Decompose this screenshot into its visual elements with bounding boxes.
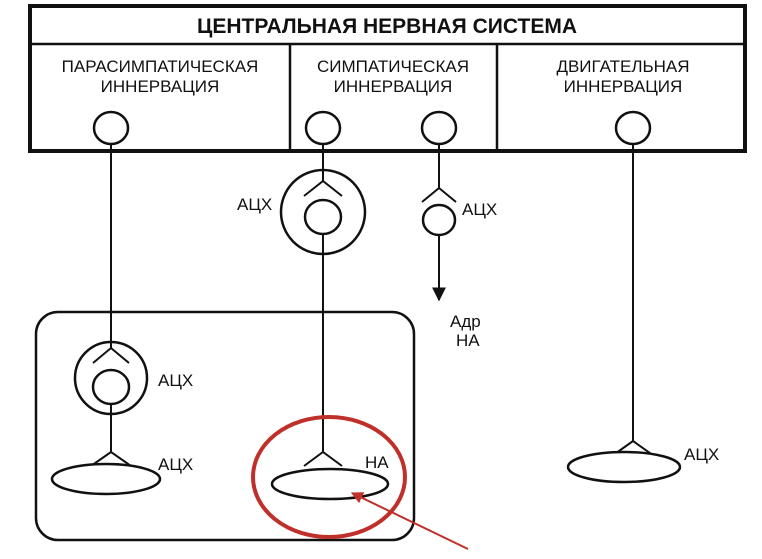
ganglion-parasympathetic — [73, 340, 149, 467]
column-motor-line1: ДВИГАТЕЛЬНАЯ — [556, 57, 689, 76]
column-sympathetic-line1: СИМПАТИЧЕСКАЯ — [317, 57, 469, 76]
organ-box — [34, 310, 416, 542]
column-parasympathetic-line2: ИННЕРВАЦИЯ — [101, 77, 220, 96]
neuron-parasympathetic — [92, 110, 130, 146]
effector-sympathetic — [270, 467, 390, 501]
label-symp-effector: НА — [365, 453, 389, 472]
synapse-sympathetic-effector — [303, 450, 343, 467]
adrenal-pathway — [421, 144, 457, 302]
neuron-motor — [614, 110, 652, 146]
effector-motor — [566, 450, 682, 484]
diagram-title: ЦЕНТРАЛЬНАЯ НЕРВНАЯ СИСТЕМА — [197, 15, 577, 38]
label-symp-ganglion: АЦХ — [237, 195, 272, 214]
label-adrenal-synapse: АЦХ — [462, 200, 497, 219]
column-parasympathetic-line1: ПАРАСИМПАТИЧЕСКАЯ — [62, 57, 259, 76]
label-para-effector: АЦХ — [158, 455, 193, 474]
label-para-ganglion: АЦХ — [158, 371, 193, 390]
label-motor-effector: АЦХ — [684, 445, 719, 464]
label-adrenal-out-na: НА — [456, 331, 480, 350]
effector-parasympathetic — [50, 462, 162, 496]
column-sympathetic-line2: ИННЕРВАЦИЯ — [334, 77, 453, 96]
highlight-circle — [251, 415, 407, 539]
cns-box — [28, 4, 747, 153]
neuron-sympathetic-1 — [304, 110, 342, 146]
label-adrenal-out-adr: Адр — [450, 312, 481, 331]
column-motor-line2: ИННЕРВАЦИЯ — [564, 77, 683, 96]
neuron-sympathetic-2 — [420, 110, 458, 146]
highlight-arrow — [350, 492, 469, 550]
